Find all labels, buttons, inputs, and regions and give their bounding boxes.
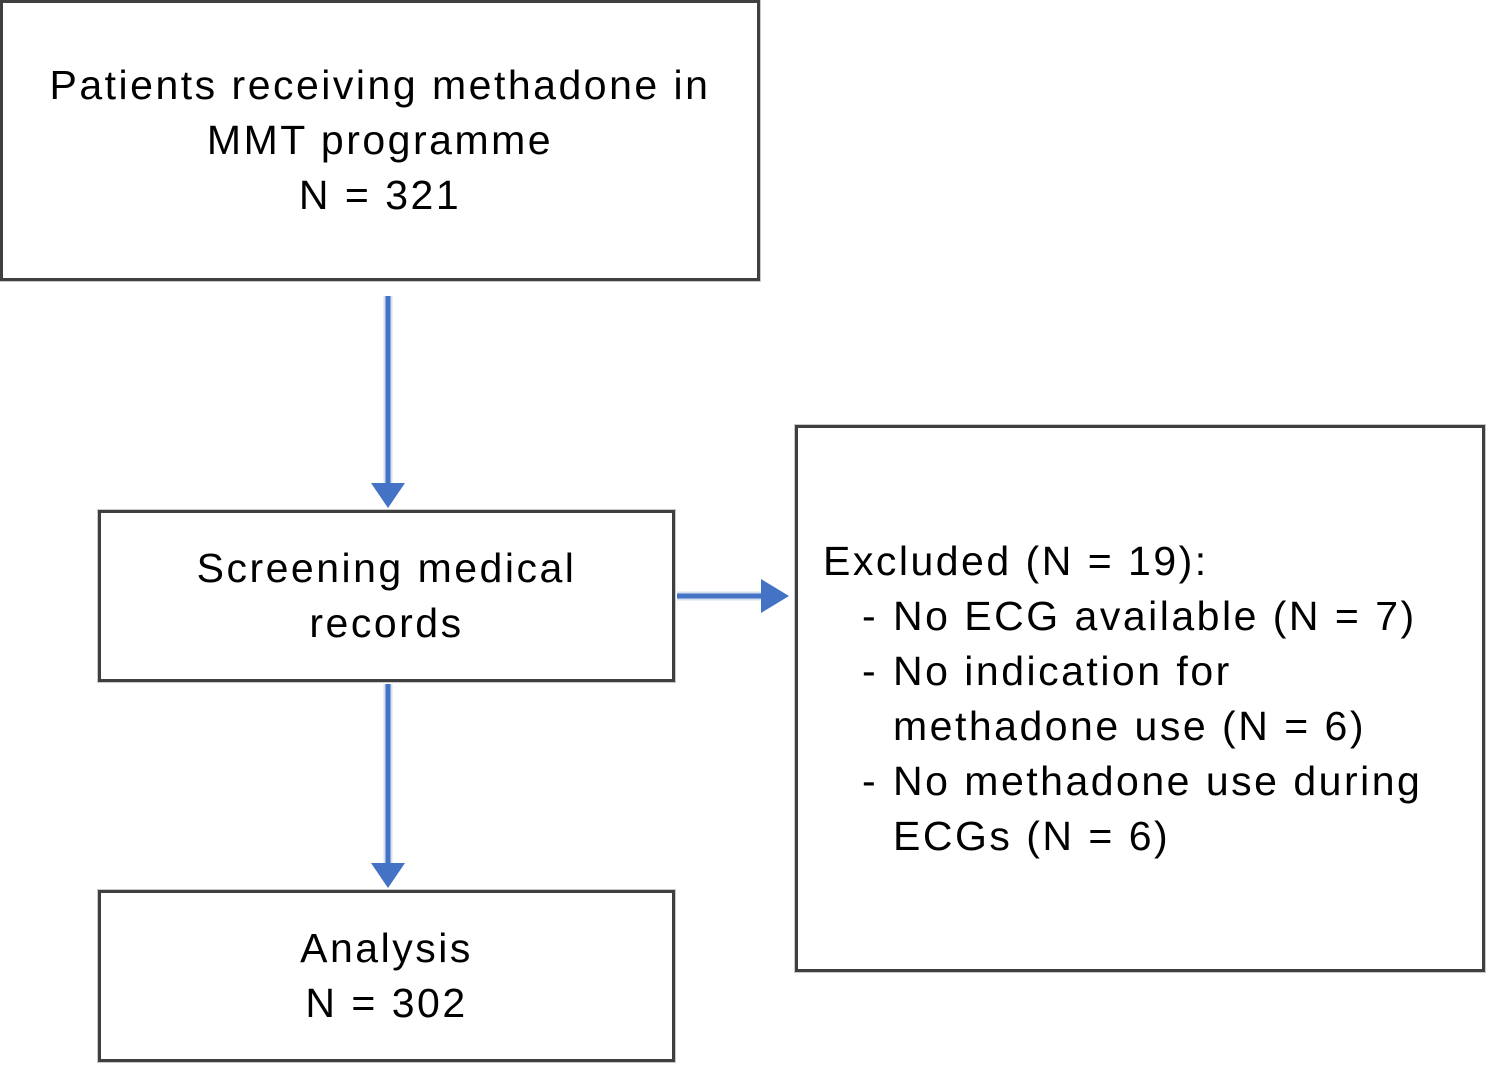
node-mmt-count: N = 321	[298, 172, 462, 218]
arrow-right-screening-to-excluded-icon	[677, 579, 789, 613]
node-screening-line-2: records	[309, 600, 464, 646]
node-analysis-line-1: Analysis	[300, 925, 473, 971]
node-excluded: Excluded (N = 19): - No ECG available (N…	[795, 425, 1485, 972]
node-mmt-line-2: MMT programme	[206, 117, 554, 163]
excluded-bullet-2: - No indication for methadone use (N = 6…	[823, 644, 1466, 754]
excluded-heading: Excluded (N = 19):	[823, 537, 1209, 584]
bullet-dash-icon: -	[862, 592, 879, 639]
node-analysis: Analysis N = 302	[98, 890, 675, 1062]
arrowhead-down-icon	[371, 863, 405, 888]
excluded-bullet-1: - No ECG available (N = 7)	[823, 589, 1466, 644]
arrowhead-down-icon	[371, 483, 405, 508]
arrow-down-screening-to-analysis-icon	[371, 684, 405, 888]
excluded-bullet-3-line-2: ECGs (N = 6)	[893, 812, 1171, 859]
excluded-bullet-1-line-1: No ECG available (N = 7)	[893, 592, 1417, 639]
arrow-down-mmt-to-screening-icon	[371, 296, 405, 508]
node-mmt-programme: Patients receiving methadone in MMT prog…	[0, 0, 760, 281]
bullet-dash-icon: -	[862, 757, 879, 804]
bullet-dash-icon: -	[862, 647, 879, 694]
node-screening-line-1: Screening medical	[196, 545, 577, 591]
node-mmt-line-1: Patients receiving methadone in	[49, 62, 711, 108]
excluded-bullet-2-line-1: No indication for	[893, 647, 1232, 694]
node-screening-medical-records: Screening medical records	[98, 510, 675, 682]
excluded-bullet-2-line-2: methadone use (N = 6)	[893, 702, 1366, 749]
node-analysis-count: N = 302	[305, 980, 468, 1026]
arrowhead-right-icon	[761, 579, 789, 613]
excluded-bullet-3: - No methadone use during ECGs (N = 6)	[823, 754, 1466, 864]
excluded-bullet-3-line-1: No methadone use during	[893, 757, 1423, 804]
